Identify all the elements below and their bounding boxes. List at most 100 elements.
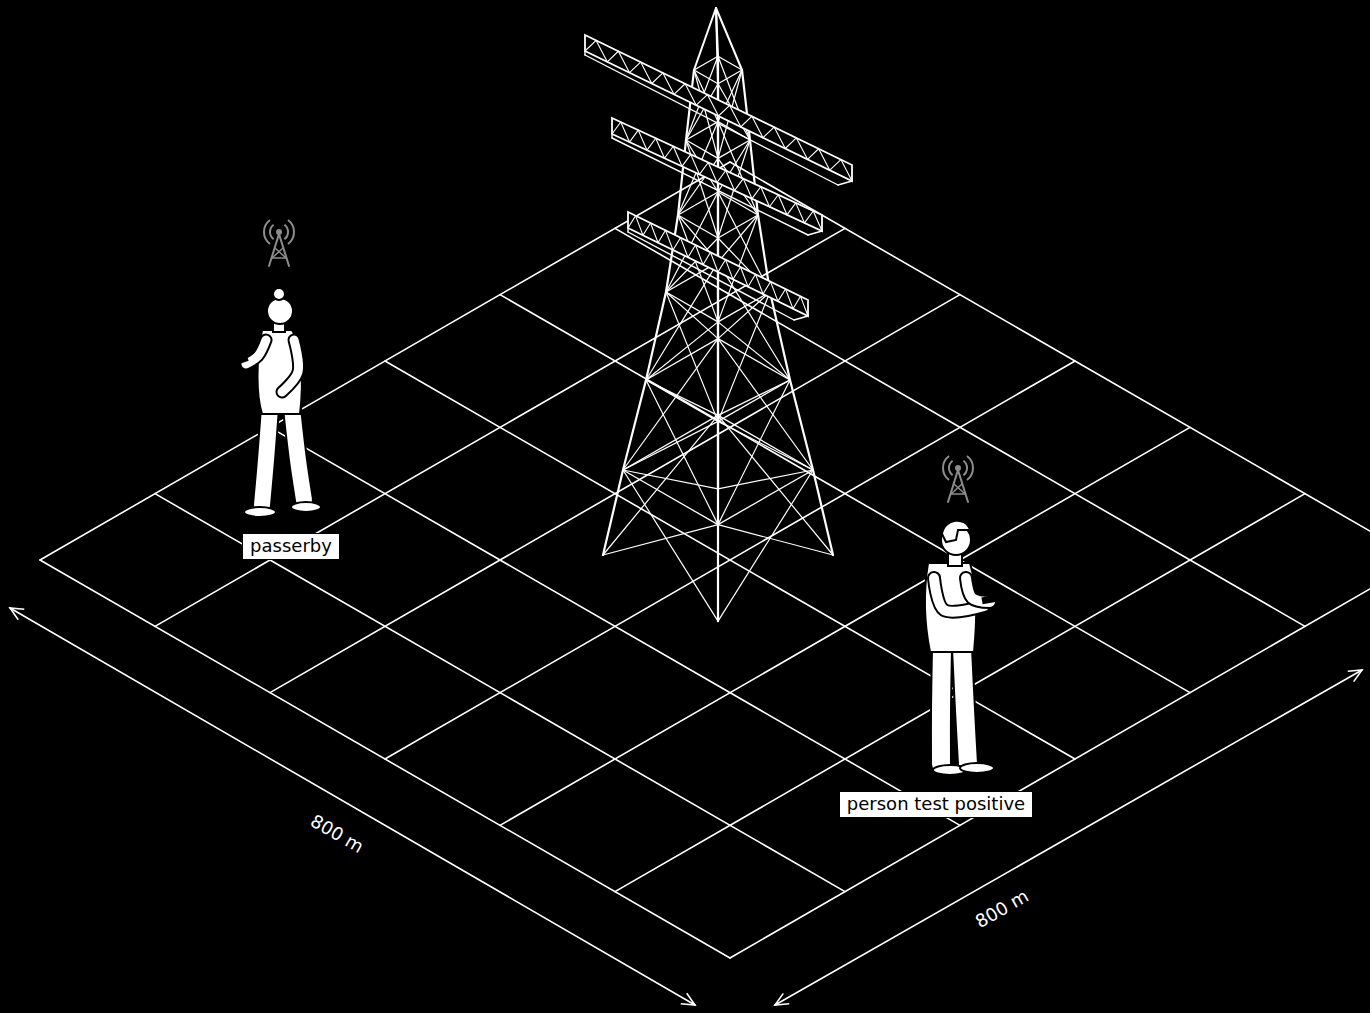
arrow-head — [10, 608, 24, 620]
cross-arm-lattice — [830, 160, 841, 171]
grid-line — [730, 162, 1370, 560]
cross-arm-lattice — [763, 282, 771, 294]
cross-arm-lattice — [612, 122, 621, 134]
grid-line — [500, 295, 1190, 693]
cross-arm-lattice — [726, 260, 734, 280]
cross-arm-lattice — [718, 260, 726, 272]
cross-arm — [585, 35, 852, 181]
dimension-label: 800 m — [303, 808, 371, 860]
limb-outline — [282, 340, 299, 392]
cross-arm-lattice — [700, 162, 709, 174]
label-text: passerby — [250, 535, 332, 556]
pylon-brace — [718, 292, 770, 322]
pylon-leg — [717, 421, 719, 524]
dimension-label: 800 m — [968, 883, 1036, 935]
cross-arm-lattice — [652, 73, 663, 84]
antenna-mast — [272, 248, 283, 258]
cross-arm-lattice — [726, 171, 735, 191]
label-box: person test positive — [839, 791, 1033, 818]
dimension-arrows — [10, 608, 1362, 1005]
signal-wave — [288, 220, 294, 244]
antenna-tip — [276, 229, 282, 235]
pylon-brace — [718, 380, 790, 525]
cross-arm-lattice — [841, 160, 852, 181]
limb — [941, 648, 942, 764]
cross-arm-lattice — [682, 154, 691, 166]
cross-arm-lattice — [741, 267, 749, 287]
cross-arm-lattice — [647, 138, 656, 150]
cross-arm-lattice — [681, 238, 689, 258]
cross-arm-lattice — [813, 211, 822, 231]
cross-arm-lattice — [730, 105, 741, 126]
head — [267, 298, 293, 324]
cross-arm-lattice — [673, 238, 681, 250]
shoe — [960, 763, 994, 773]
antenna-mast — [272, 257, 286, 259]
pylon-leg — [646, 292, 666, 380]
antenna-mast — [951, 493, 965, 495]
cross-arm-lattice — [707, 95, 718, 116]
pylon-brace — [666, 292, 718, 322]
cross-arm-lattice — [630, 130, 639, 142]
cross-arm-lattice — [674, 84, 685, 95]
dimension-line — [775, 670, 1362, 1005]
phone — [981, 595, 998, 605]
cross-arm — [628, 212, 808, 316]
grid-line — [730, 560, 1370, 958]
arrow-head — [775, 993, 789, 1005]
cross-arm-lattice — [696, 245, 704, 265]
pylon-brace — [623, 415, 718, 470]
cross-arm-lattice — [618, 51, 629, 72]
cross-arm-lattice — [719, 105, 730, 116]
cross-arm-lattice — [808, 149, 819, 160]
cross-arm-edge — [838, 181, 852, 185]
signal-wave — [284, 225, 288, 239]
cross-arm-lattice — [752, 187, 761, 199]
cross-arm-lattice — [778, 289, 786, 301]
cross-arm-edge — [628, 232, 794, 320]
arrow-head — [681, 993, 695, 1005]
cross-arm-lattice — [585, 40, 596, 51]
grid-line — [500, 427, 1190, 825]
pylon-brace — [718, 339, 790, 380]
limb — [262, 408, 270, 505]
label-text: person test positive — [847, 793, 1025, 814]
cross-arm-lattice — [785, 138, 796, 149]
grid-line — [615, 494, 1305, 892]
cross-arm-lattice — [752, 116, 763, 137]
cross-arm-edge — [794, 316, 808, 320]
pylon-brace — [623, 421, 718, 470]
arrow-head — [1348, 670, 1362, 682]
pylon-leg — [790, 380, 813, 470]
limb-outline — [262, 408, 270, 505]
cross-arm-lattice — [796, 138, 807, 159]
cross-arm-lattice — [636, 216, 644, 236]
limb — [292, 408, 304, 500]
pylon-brace — [623, 339, 718, 470]
pylon-leg — [717, 525, 719, 622]
cross-arm-lattice — [665, 146, 674, 158]
cross-arm-lattice — [688, 245, 696, 257]
cross-arm-lattice — [641, 62, 652, 83]
cross-arm-lattice — [638, 130, 647, 150]
hair — [942, 521, 970, 542]
cross-arm-lattice — [786, 289, 794, 309]
antenna-icon — [943, 456, 973, 502]
cross-arm-lattice — [685, 84, 696, 105]
pylon-leg — [716, 8, 718, 56]
pylon-brace — [718, 415, 833, 555]
phone — [235, 354, 249, 365]
pylon-brace — [666, 292, 718, 339]
cross-arm-lattice — [708, 162, 717, 182]
antenna-icon — [264, 220, 294, 266]
signal-wave — [943, 456, 949, 480]
person-figure — [925, 521, 998, 775]
cross-arm-lattice — [663, 73, 674, 94]
cross-arm-lattice — [774, 127, 785, 148]
pylon-brace — [603, 415, 718, 555]
pylon-leg — [694, 8, 716, 70]
pylon-brace — [646, 380, 718, 415]
cross-arm-lattice — [696, 95, 707, 106]
pylon-brace — [694, 70, 718, 84]
